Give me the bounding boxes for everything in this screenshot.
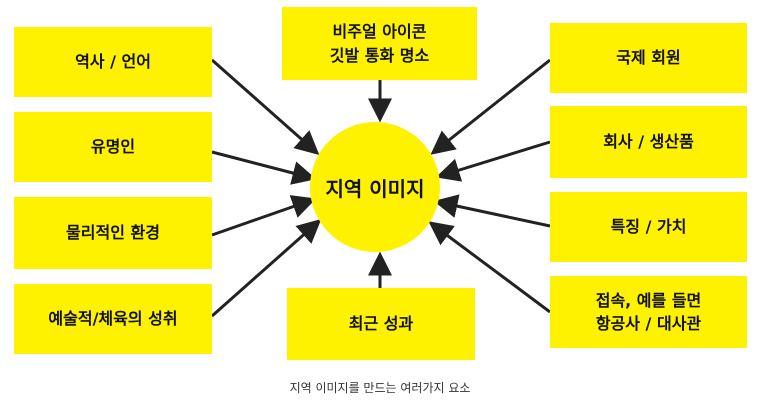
arrow-international-membership bbox=[430, 58, 551, 155]
box-visual-icons: 비주얼 아이콘 깃발 통화 명소 bbox=[282, 7, 477, 80]
box-features-values: 특징 / 가치 bbox=[550, 192, 747, 262]
box-celebrities: 유명인 bbox=[14, 112, 212, 182]
box-physical-environment: 물리적인 환경 bbox=[14, 197, 212, 269]
arrow-arts-sports bbox=[211, 219, 322, 318]
arrow-contacts bbox=[428, 221, 551, 314]
center-node-regional-image: 지역 이미지 bbox=[310, 122, 440, 252]
box-history-language: 역사 / 언어 bbox=[14, 27, 212, 97]
figure-caption: 지역 이미지를 만드는 여러가지 요소 bbox=[289, 381, 471, 395]
arrow-companies-products bbox=[435, 140, 551, 182]
box-international-membership: 국제 회원 bbox=[550, 23, 747, 93]
box-contacts: 접속, 예를 들면 항공사 / 대사관 bbox=[550, 276, 747, 348]
arrow-history-language bbox=[211, 58, 320, 155]
box-recent-achievements: 최근 성과 bbox=[287, 288, 475, 360]
arrow-physical-environment bbox=[211, 195, 317, 237]
arrow-celebrities bbox=[211, 150, 317, 185]
box-arts-sports: 예술적/체육의 성취 bbox=[14, 284, 212, 354]
box-companies-products: 회사 / 생산품 bbox=[550, 106, 747, 178]
arrow-features-values bbox=[433, 194, 551, 228]
